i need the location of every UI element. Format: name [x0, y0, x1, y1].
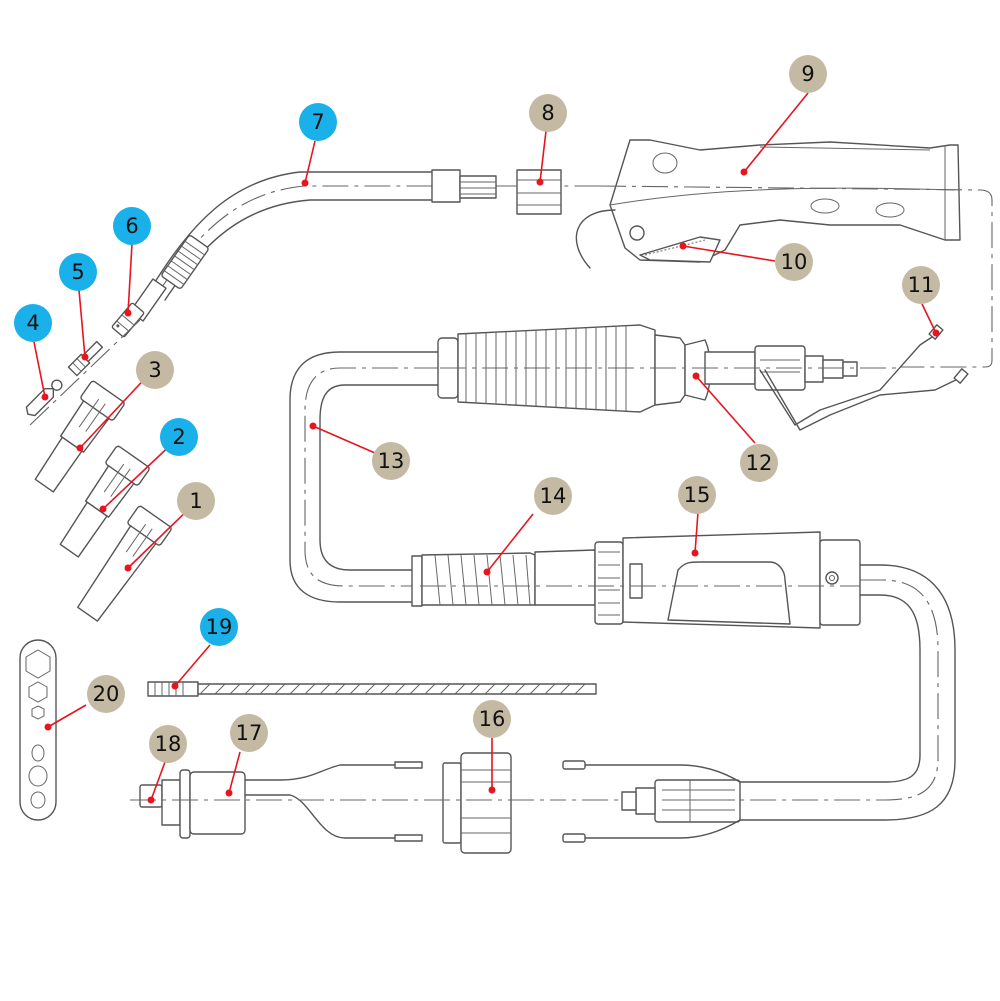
callout-16-label: 16 [479, 707, 506, 731]
callout-6-label: 6 [125, 214, 138, 238]
callout-13[interactable]: 13 [372, 442, 410, 480]
callout-9-label: 9 [801, 62, 814, 86]
callout-10-label: 10 [781, 250, 808, 274]
wire-liner-drawing [147, 681, 597, 697]
handle-drawing [575, 139, 993, 368]
callout-15-label: 15 [684, 483, 711, 507]
callout-2-label: 2 [172, 425, 185, 449]
callout-9[interactable]: 9 [789, 55, 827, 93]
callout-17[interactable]: 17 [230, 714, 268, 752]
central-connector-drawing [130, 752, 560, 854]
callout-6[interactable]: 6 [113, 207, 151, 245]
callout-13-label: 13 [378, 449, 405, 473]
callout-11-label: 11 [908, 273, 935, 297]
callout-8-label: 8 [541, 101, 554, 125]
callout-8[interactable]: 8 [529, 94, 567, 132]
callout-14[interactable]: 14 [534, 477, 572, 515]
callout-badges: 1 2 3 4 5 6 7 8 9 10 11 12 13 14 15 16 1… [14, 55, 940, 763]
callout-3-label: 3 [148, 358, 161, 382]
callout-17-label: 17 [236, 721, 263, 745]
callout-3[interactable]: 3 [136, 351, 174, 389]
callout-19-label: 19 [206, 615, 233, 639]
callout-20[interactable]: 20 [87, 675, 125, 713]
gas-nozzle-3-drawing [34, 380, 125, 493]
callout-5[interactable]: 5 [59, 253, 97, 291]
callout-4[interactable]: 4 [14, 304, 52, 342]
gas-diffuser-drawing [111, 302, 145, 338]
leader-lines [33, 92, 940, 804]
gas-nozzle-1-drawing [77, 505, 172, 622]
callout-18-label: 18 [155, 732, 182, 756]
callout-11[interactable]: 11 [902, 266, 940, 304]
swan-neck-drawing [129, 169, 600, 322]
callout-12[interactable]: 12 [740, 444, 778, 482]
cable-assembly-drawing [289, 324, 969, 603]
callout-12-label: 12 [746, 451, 773, 475]
callout-5-label: 5 [71, 260, 84, 284]
callout-2[interactable]: 2 [160, 418, 198, 456]
callout-1[interactable]: 1 [177, 482, 215, 520]
callout-4-label: 4 [26, 311, 39, 335]
callout-1-label: 1 [189, 489, 202, 513]
callout-16[interactable]: 16 [473, 700, 511, 738]
spanner-wrench-drawing [19, 639, 57, 821]
callout-15[interactable]: 15 [678, 476, 716, 514]
callout-19[interactable]: 19 [200, 608, 238, 646]
callout-20-label: 20 [93, 682, 120, 706]
callout-7-label: 7 [311, 110, 324, 134]
rear-fittings-drawing [562, 760, 741, 843]
connector-housing-drawing [411, 531, 956, 821]
neck-nut-drawing [516, 169, 562, 215]
callout-18[interactable]: 18 [149, 725, 187, 763]
callout-14-label: 14 [540, 484, 567, 508]
callout-7[interactable]: 7 [299, 103, 337, 141]
callout-10[interactable]: 10 [775, 243, 813, 281]
